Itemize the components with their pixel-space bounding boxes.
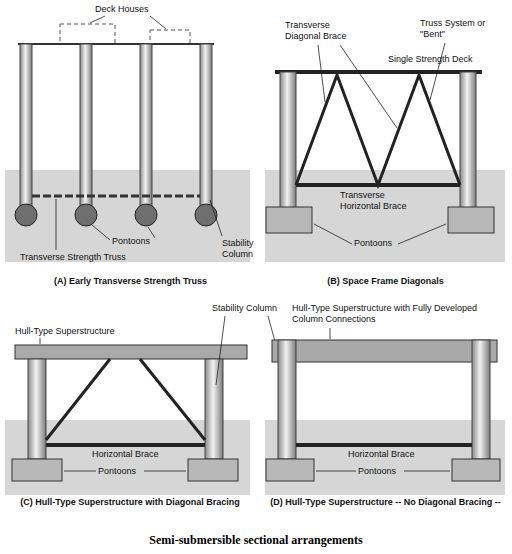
caption: Semi-submersible sectional arrangements [0, 533, 512, 548]
part-label: Horizontal Brace [348, 449, 428, 460]
part-label: Pontoons [98, 466, 144, 477]
part-label: Pontoons [358, 466, 404, 477]
part-label: Deck Houses [95, 4, 155, 15]
part-label: Single Strength Deck [388, 54, 488, 65]
part-label: Transverse Strength Truss [20, 252, 140, 263]
part-label: Truss System or "Bent" [420, 18, 505, 40]
part-label: Stability Column [212, 303, 290, 314]
panel-title: (B) Space Frame Diagonals [268, 276, 503, 287]
part-label: Horizontal Brace [92, 449, 172, 460]
part-label: Stability Column [222, 238, 262, 260]
panel-d [265, 328, 505, 495]
part-label: Hull-Type Superstructure [15, 326, 155, 337]
panel-title: (C) Hull-Type Superstructure with Diagon… [10, 497, 250, 508]
panel-a [5, 16, 250, 262]
panel-b [265, 43, 505, 262]
part-label: Transverse Horizontal Brace [340, 190, 420, 212]
part-label: Hull-Type Superstructure with Fully Deve… [292, 303, 497, 325]
panel-c [5, 316, 287, 495]
part-label: Transverse Diagonal Brace [285, 20, 357, 42]
part-label: Pontoons [112, 236, 157, 247]
panel-title: (D) Hull-Type Superstructure -- No Diago… [268, 497, 503, 508]
panel-title: (A) Early Transverse Strength Truss [8, 276, 253, 287]
part-label: Pontoons [354, 238, 399, 249]
